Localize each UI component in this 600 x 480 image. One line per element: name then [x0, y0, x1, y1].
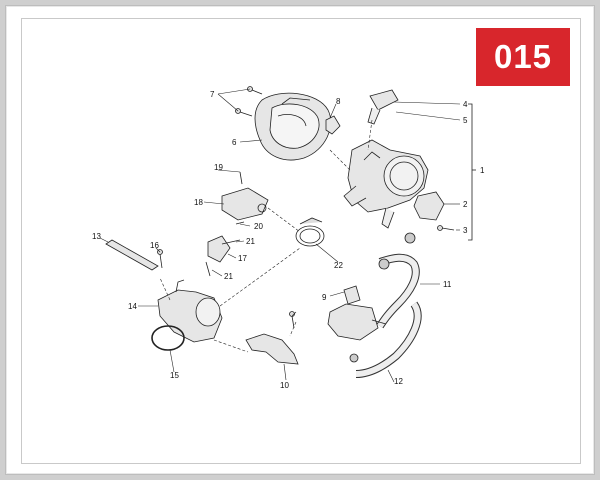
callout-3: 3 [463, 226, 468, 235]
part-hose-11 [376, 253, 420, 329]
callout-4: 4 [463, 100, 468, 109]
callout-19: 19 [214, 163, 223, 172]
part-strap [105, 239, 159, 271]
part-screw-19 [239, 171, 243, 185]
part-manifold [157, 279, 223, 343]
part-clamp [295, 217, 325, 247]
part-sensor [367, 89, 399, 125]
part-bolt-16 [159, 253, 163, 269]
part-tps [413, 191, 445, 221]
part-screw-3 [441, 227, 455, 231]
callout-1: 1 [480, 166, 485, 175]
callout-14: 14 [128, 302, 137, 311]
callout-12: 12 [394, 377, 403, 386]
callout-7: 7 [210, 90, 215, 99]
part-throttle-body [343, 139, 429, 229]
callout-10: 10 [280, 381, 289, 390]
callout-labels: 1 2 3 4 5 6 7 8 9 10 11 12 13 14 15 16 1… [92, 90, 485, 390]
callout-16: 16 [150, 241, 159, 250]
callout-2: 2 [463, 200, 468, 209]
part-cover [254, 92, 332, 161]
callout-21-upper: 21 [246, 237, 255, 246]
callout-13: 13 [92, 232, 101, 241]
part-o-ring [151, 325, 185, 351]
callout-5: 5 [463, 116, 468, 125]
callout-21-lower: 21 [224, 272, 233, 281]
callout-6: 6 [232, 138, 237, 147]
part-item-20 [235, 221, 245, 225]
part-bracket-18 [221, 187, 269, 221]
diagram-border [21, 18, 581, 464]
callout-11: 11 [443, 280, 452, 289]
callout-9: 9 [322, 293, 327, 302]
part-injector [205, 235, 241, 277]
callout-18: 18 [194, 198, 203, 207]
part-hose-12 [355, 301, 422, 378]
callout-22: 22 [334, 261, 343, 270]
callout-15: 15 [170, 371, 179, 380]
callout-8: 8 [336, 97, 341, 106]
part-valve [327, 285, 387, 341]
part-bracket-10 [245, 333, 299, 365]
callout-17: 17 [238, 254, 247, 263]
group-bracket [468, 103, 473, 241]
callout-20: 20 [254, 222, 263, 231]
page-code-badge: 015 [476, 28, 570, 86]
part-clip [325, 115, 341, 135]
